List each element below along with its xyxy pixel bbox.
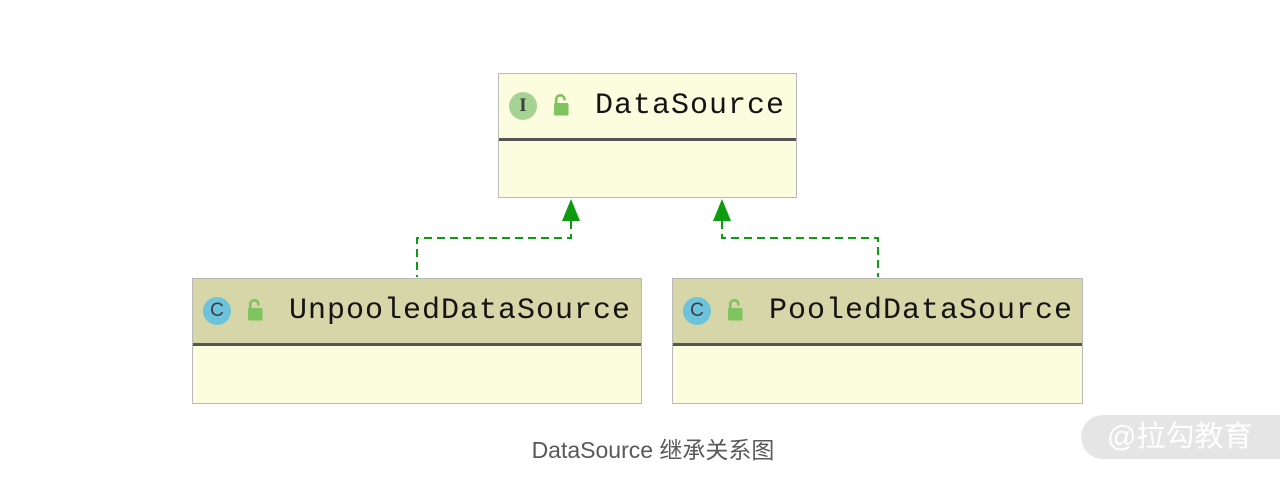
node-datasource[interactable]: I DataSource (498, 73, 797, 198)
node-datasource-body[interactable] (499, 141, 796, 197)
node-title: UnpooledDataSource (289, 294, 632, 328)
edge-dashed-line (721, 221, 879, 277)
node-unpooled-datasource-body[interactable] (193, 346, 641, 402)
edge-pooled-implements-datasource (713, 199, 879, 277)
edge-dashed-line (416, 221, 572, 277)
node-divider (499, 138, 796, 141)
public-open-lock-icon (248, 299, 263, 321)
node-title: PooledDataSource (769, 294, 1074, 328)
node-pooled-datasource-header[interactable]: C PooledDataSource (673, 279, 1082, 343)
node-unpooled-datasource-header[interactable]: C UnpooledDataSource (193, 279, 641, 343)
watermark-badge: @拉勾教育 (1081, 415, 1280, 459)
class-badge-icon: C (203, 297, 231, 325)
node-divider (193, 343, 641, 346)
edge-arrowhead-icon (562, 199, 580, 221)
interface-badge-icon: I (509, 92, 537, 120)
edge-unpooled-implements-datasource (416, 199, 580, 277)
class-badge-icon: C (683, 297, 711, 325)
node-datasource-header[interactable]: I DataSource (499, 74, 796, 138)
diagram-caption: DataSource 继承关系图 (531, 437, 775, 463)
node-unpooled-datasource[interactable]: C UnpooledDataSource (192, 278, 642, 404)
edge-arrowhead-icon (713, 199, 731, 221)
node-pooled-datasource-body[interactable] (673, 346, 1082, 402)
node-title: DataSource (595, 89, 786, 123)
public-open-lock-icon (554, 94, 569, 116)
public-open-lock-icon (728, 299, 743, 321)
node-pooled-datasource[interactable]: C PooledDataSource (672, 278, 1083, 404)
node-divider (673, 343, 1082, 346)
